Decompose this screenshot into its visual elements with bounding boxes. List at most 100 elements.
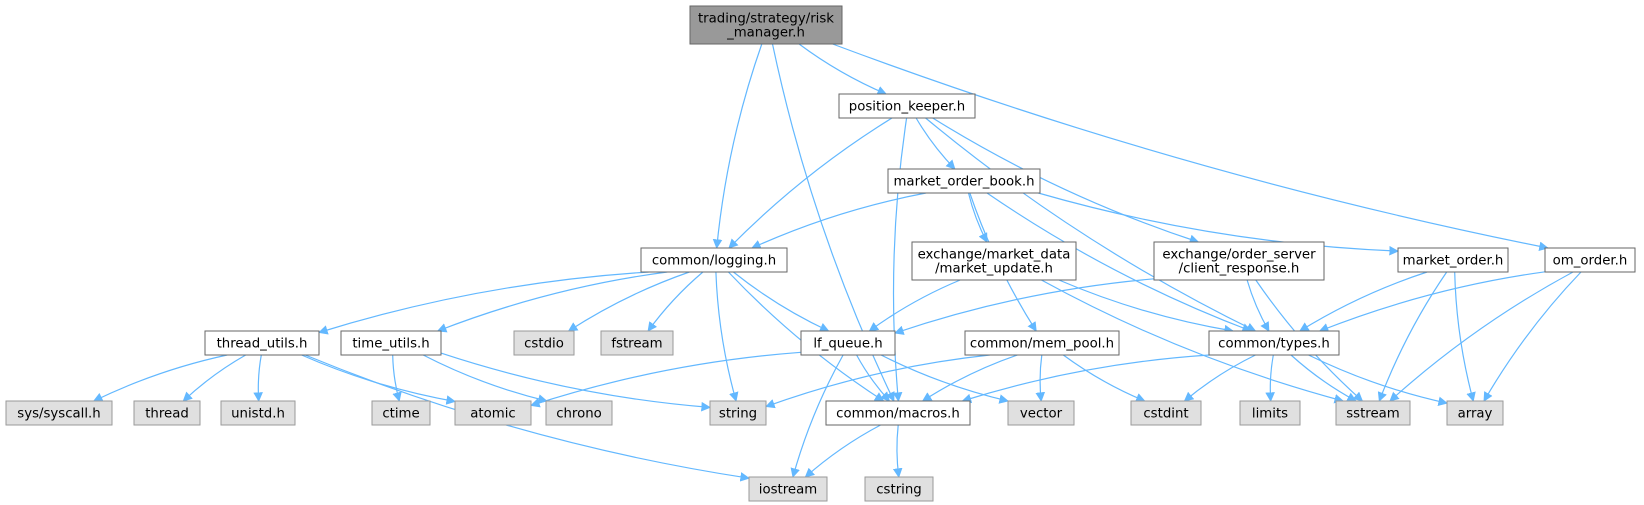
node-label-sstream-line-1: sstream [1346, 407, 1400, 422]
node-box-cstring [864, 476, 934, 502]
node-box-client_response [1153, 241, 1325, 281]
edge-lf_queue-to-macros [856, 354, 891, 402]
edge-thread_utils-to-atomic [301, 354, 456, 405]
node-logging[interactable]: common/logging.h [640, 247, 788, 273]
node-label-position_keeper-line-1: position_keeper.h [849, 100, 965, 115]
edge-lf_queue-to-atomic [530, 351, 802, 408]
node-label-cstring-line-1: cstring [876, 483, 921, 498]
edge-lf_queue-to-iostream [790, 354, 844, 478]
node-macros[interactable]: common/macros.h [825, 400, 971, 426]
edges-layer [92, 43, 1582, 482]
node-box-mem_pool [964, 330, 1120, 356]
node-market_order_book[interactable]: market_order_book.h [887, 168, 1041, 194]
node-thread_utils[interactable]: thread_utils.h [204, 330, 320, 356]
edge-types-to-cstdint [1183, 354, 1256, 402]
edge-macros-to-cstring [892, 424, 903, 478]
edge-position_keeper-to-market_order_book [915, 117, 956, 170]
node-label-risk_manager-line-1: trading/strategy/risk [698, 12, 834, 27]
edge-market_update-to-lf_queue [868, 279, 961, 332]
node-client_response[interactable]: exchange/order_server/client_response.h [1153, 241, 1325, 281]
node-label-types-line-1: common/types.h [1218, 337, 1330, 352]
node-ctime: ctime [371, 400, 431, 426]
node-label-fstream-line-1: fstream [611, 337, 662, 352]
node-label-macros-line-1: common/macros.h [836, 407, 960, 422]
nodes-layer: trading/strategy/risk_manager.h position_… [5, 5, 1636, 502]
node-box-position_keeper [838, 93, 976, 119]
edge-lf_queue-to-vector [880, 354, 1009, 404]
node-cstdint: cstdint [1130, 400, 1202, 426]
node-types[interactable]: common/types.h [1208, 330, 1340, 356]
node-box-market_order_book [887, 168, 1041, 194]
node-string: string [709, 400, 767, 426]
edge-position_keeper-to-logging [728, 117, 893, 249]
edge-om_order-to-types [1318, 271, 1546, 333]
node-label-thread-line-1: thread [145, 407, 189, 422]
node-cstdio: cstdio [513, 330, 575, 356]
node-mem_pool[interactable]: common/mem_pool.h [964, 330, 1120, 356]
edge-risk_manager-to-om_order [832, 43, 1549, 252]
edge-market_order_book-to-types [986, 192, 1252, 333]
edge-position_keeper-to-types [925, 117, 1257, 332]
node-box-fstream [600, 330, 674, 356]
node-label-limits-line-1: limits [1252, 407, 1288, 422]
node-label-market_order-line-1: market_order.h [1403, 254, 1504, 269]
edge-types-to-macros [961, 354, 1210, 403]
edge-mem_pool-to-vector [1035, 354, 1046, 402]
node-array: array [1446, 400, 1504, 426]
node-label-market_update-line-1: exchange/market_data [918, 248, 1071, 263]
edge-mem_pool-to-string [765, 354, 990, 409]
node-label-chrono-line-1: chrono [556, 407, 602, 422]
node-box-types [1208, 330, 1340, 356]
node-limits: limits [1239, 400, 1301, 426]
edge-market_order-to-types [1299, 271, 1428, 332]
node-sstream: sstream [1335, 400, 1411, 426]
node-risk_manager[interactable]: trading/strategy/risk_manager.h [689, 5, 843, 45]
edge-position_keeper-to-client_response [932, 117, 1200, 244]
edge-market_order_book-to-logging [751, 192, 927, 249]
node-label-syscall-line-1: sys/syscall.h [17, 407, 100, 422]
edge-position_keeper-to-macros [892, 117, 908, 402]
node-label-vector-line-1: vector [1020, 407, 1063, 422]
node-om_order[interactable]: om_order.h [1544, 247, 1636, 273]
node-label-cstdio-line-1: cstdio [524, 337, 564, 352]
edge-logging-to-thread_utils [318, 271, 649, 335]
node-position_keeper[interactable]: position_keeper.h [838, 93, 976, 119]
node-box-array [1446, 400, 1504, 426]
edge-logging-to-time_utils [436, 271, 668, 333]
edge-market_order_book-to-market_update [967, 192, 988, 243]
edge-mem_pool-to-cstdint [1062, 354, 1146, 403]
node-box-risk_manager [689, 5, 843, 45]
node-label-client_response-line-2: /client_response.h [1179, 262, 1300, 277]
edge-time_utils-to-string [440, 352, 711, 412]
node-label-array-line-1: array [1458, 407, 1493, 422]
node-time_utils[interactable]: time_utils.h [340, 330, 442, 356]
edge-om_order-to-sstream [1389, 271, 1574, 402]
edge-risk_manager-to-position_keeper [798, 43, 887, 96]
edge-market_update-to-sstream [1041, 279, 1345, 404]
node-market_order[interactable]: market_order.h [1397, 247, 1509, 273]
node-label-unistd-line-1: unistd.h [231, 407, 285, 422]
edge-types-to-array [1308, 354, 1448, 407]
node-market_update[interactable]: exchange/market_data/market_update.h [911, 241, 1077, 281]
edge-types-to-limits [1265, 354, 1275, 402]
node-label-string-line-1: string [719, 407, 757, 422]
node-box-limits [1239, 400, 1301, 426]
node-box-market_order [1397, 247, 1509, 273]
edge-mem_pool-to-macros [921, 354, 1018, 402]
node-label-cstdint-line-1: cstdint [1143, 407, 1188, 422]
node-fstream: fstream [600, 330, 674, 356]
node-box-thread_utils [204, 330, 320, 356]
edge-thread_utils-to-iostream [304, 354, 750, 482]
node-label-thread_utils-line-1: thread_utils.h [217, 337, 308, 352]
edge-om_order-to-array [1483, 271, 1582, 402]
node-label-market_update-line-2: /market_update.h [935, 262, 1053, 277]
edge-thread_utils-to-unistd [253, 354, 263, 402]
node-lf_queue[interactable]: lf_queue.h [800, 330, 896, 356]
edge-thread_utils-to-thread [182, 354, 246, 402]
node-box-vector [1007, 400, 1075, 426]
node-box-sstream [1335, 400, 1411, 426]
node-chrono: chrono [545, 400, 613, 426]
node-box-string [709, 400, 767, 426]
node-label-ctime-line-1: ctime [382, 407, 419, 422]
